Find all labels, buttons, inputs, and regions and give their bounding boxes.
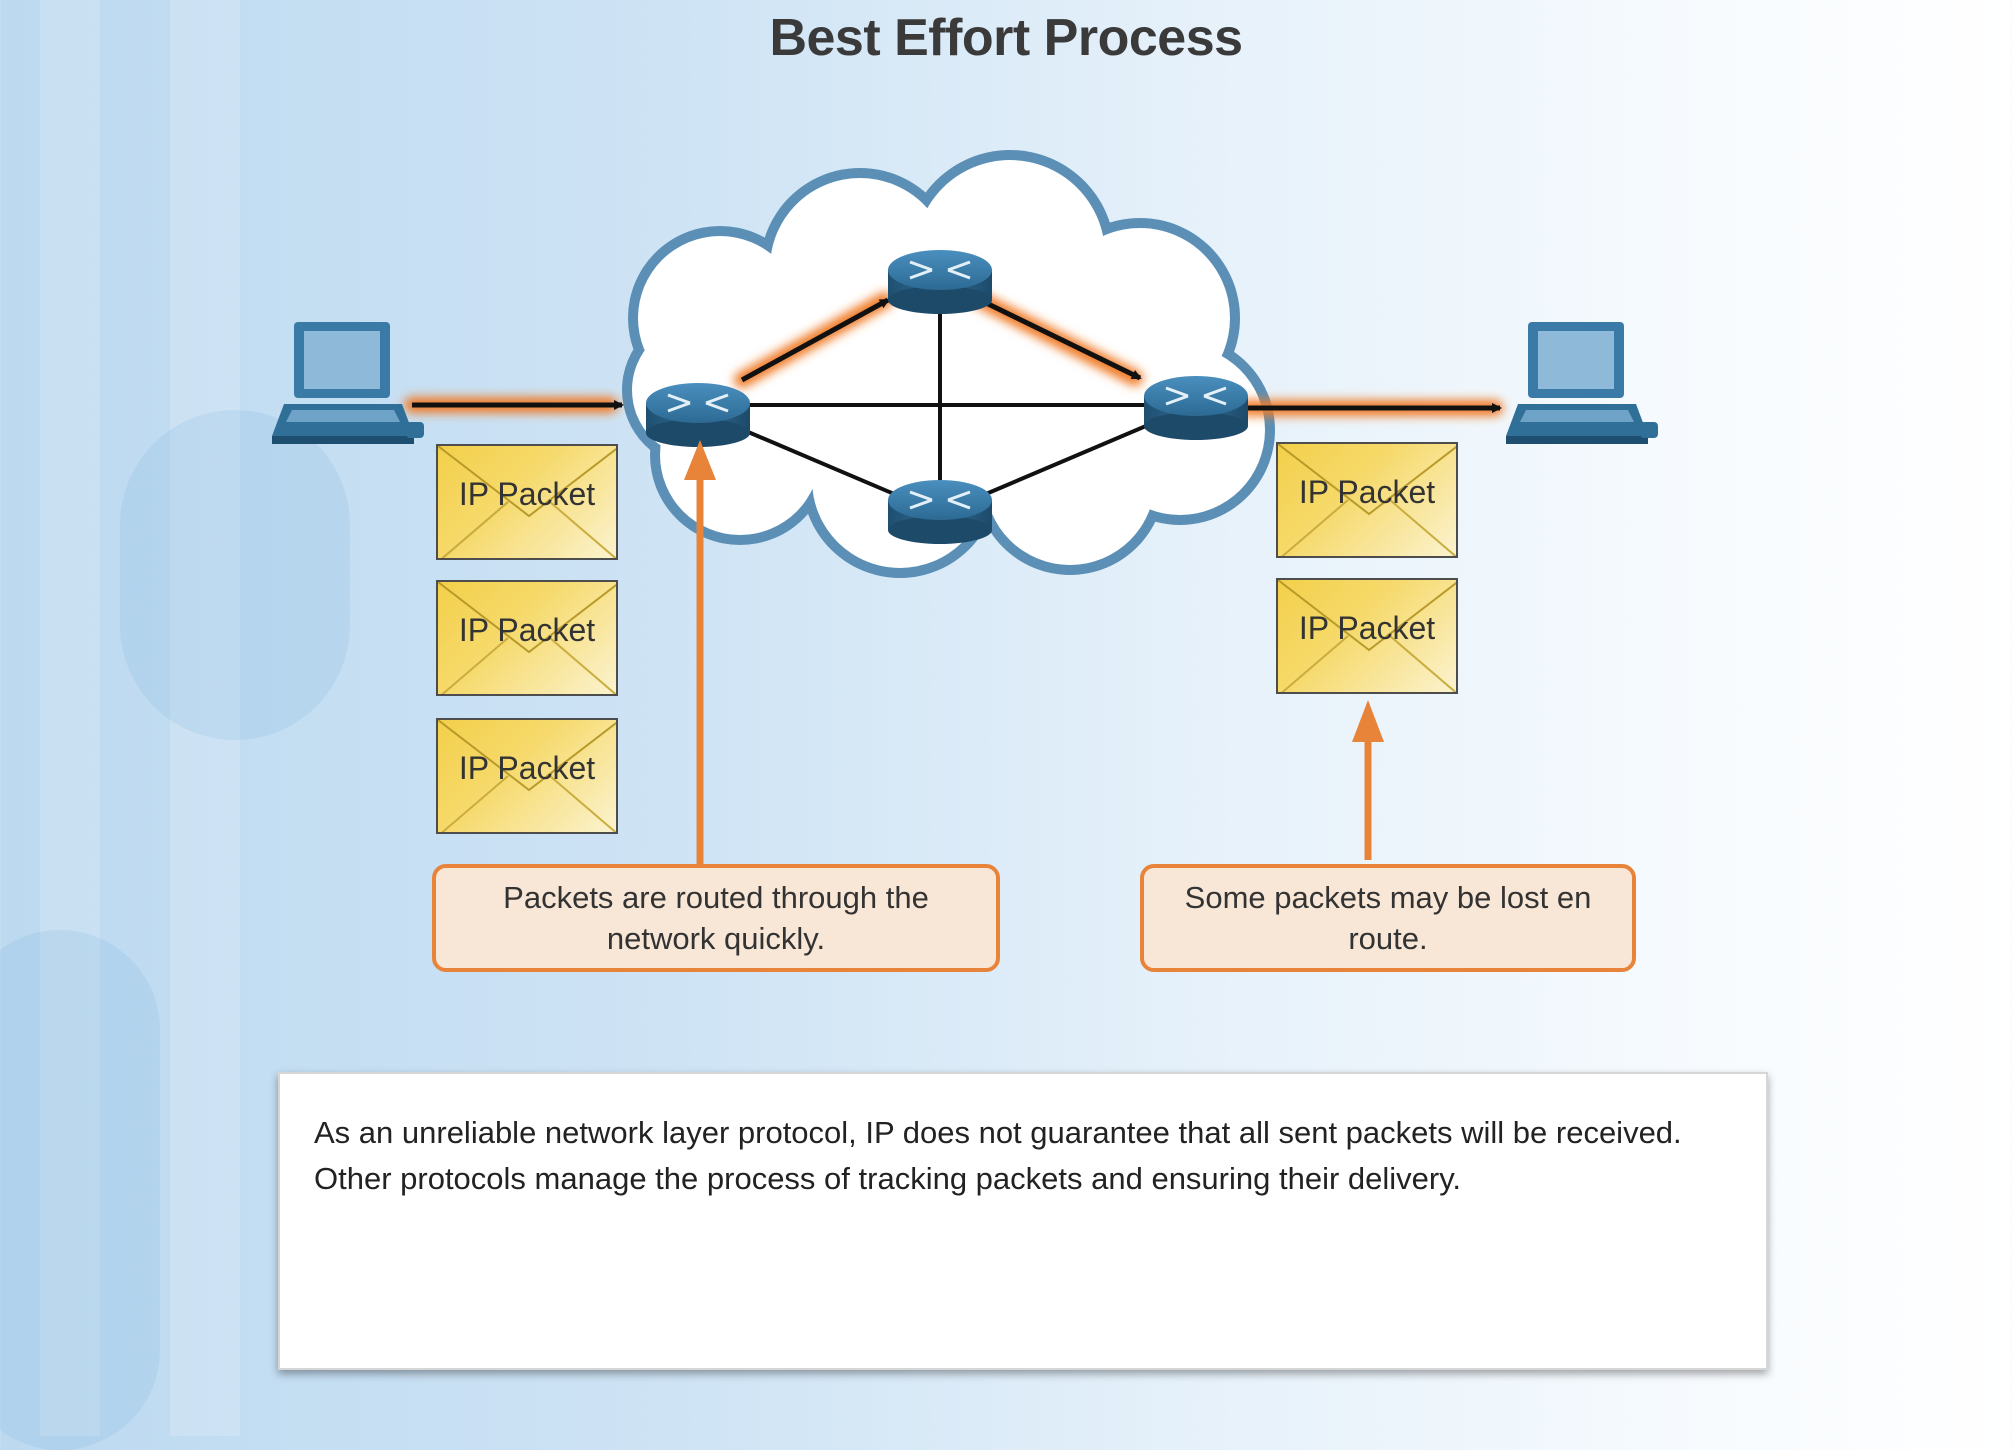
ip-packet-envelope: IP Packet xyxy=(1276,442,1458,558)
pointer-arrowhead-routed xyxy=(684,440,716,480)
packet-label: IP Packet xyxy=(458,750,596,786)
packet-label: IP Packet xyxy=(1298,610,1436,646)
ip-packet-envelope: IP Packet xyxy=(1276,578,1458,694)
background-shape xyxy=(120,410,350,740)
path-arrows xyxy=(412,297,1502,413)
envelope-icon xyxy=(1278,580,1456,692)
router-icon xyxy=(888,250,992,314)
callout-routed-quickly: Packets are routed through the network q… xyxy=(432,864,1000,972)
arrow-router-top-to-right xyxy=(978,297,1142,381)
packet-label: IP Packet xyxy=(1298,474,1436,510)
callout-pointers xyxy=(684,440,1384,866)
background-shape xyxy=(0,930,160,1450)
link-left-bottom xyxy=(719,418,921,507)
router-icon xyxy=(646,383,750,447)
router-icon xyxy=(1144,376,1248,440)
callout-packets-lost: Some packets may be lost en route. xyxy=(1140,864,1636,972)
background-band xyxy=(170,0,240,1436)
arrow-router-left-to-top xyxy=(740,297,890,383)
envelope-icon xyxy=(1278,444,1456,556)
envelope-icon xyxy=(438,720,616,832)
cloud-icon xyxy=(622,150,1275,578)
ip-packet-envelope: IP Packet xyxy=(436,444,618,560)
laptop-icon xyxy=(272,322,424,444)
link-right-bottom xyxy=(959,418,1161,507)
page-title: Best Effort Process xyxy=(769,9,1243,67)
envelope-icon xyxy=(438,582,616,694)
packet-label: IP Packet xyxy=(458,476,596,512)
ip-packet-envelope: IP Packet xyxy=(436,718,618,834)
envelope-icon xyxy=(438,446,616,558)
packet-label: IP Packet xyxy=(458,612,596,648)
pointer-arrowhead-lost xyxy=(1352,700,1384,742)
ip-packet-envelope: IP Packet xyxy=(436,580,618,696)
router-icon xyxy=(888,480,992,544)
description-panel: As an unreliable network layer protocol,… xyxy=(278,1072,1768,1370)
description-text: As an unreliable network layer protocol,… xyxy=(314,1115,1682,1196)
laptop-icon xyxy=(1506,322,1658,444)
background-band xyxy=(40,0,100,1436)
